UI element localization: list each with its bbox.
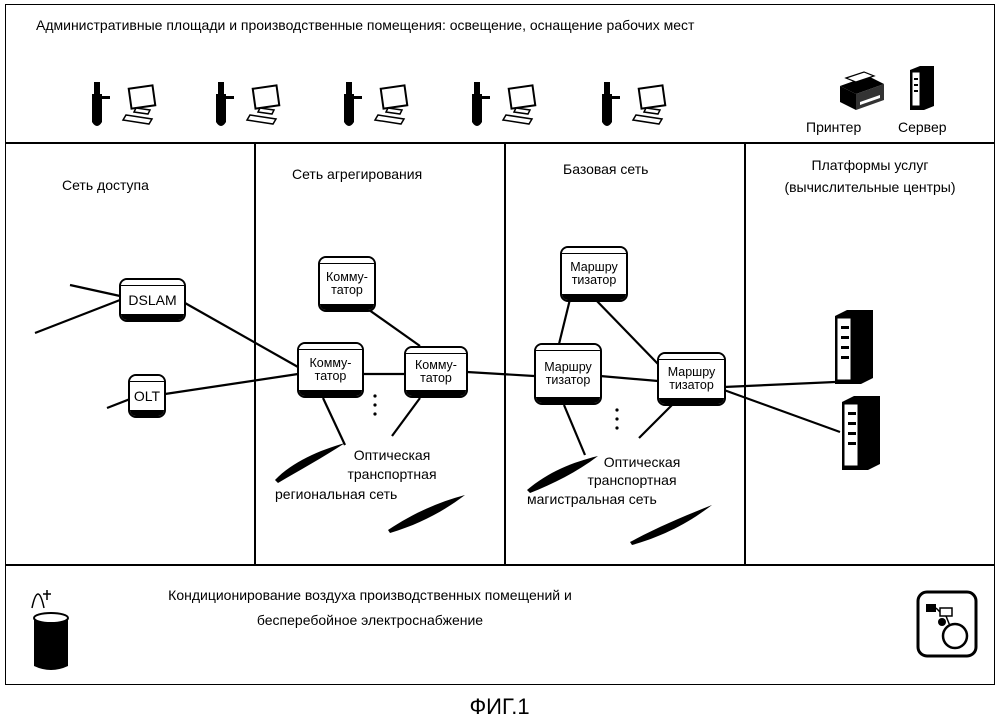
switch-label: Комму-татор <box>299 350 362 390</box>
workstation-icon <box>602 82 665 126</box>
printer-icon <box>840 72 884 110</box>
router-label: Маршру тизатор <box>562 254 626 294</box>
workstation-icon <box>472 82 535 126</box>
olt-label: OLT <box>130 382 164 410</box>
power-supply-icon <box>918 592 976 656</box>
workstation-icons <box>92 82 665 126</box>
workstation-icon <box>92 82 155 126</box>
switch-node-upper[interactable]: Комму-татор <box>318 256 376 312</box>
backbone-optical-line1: Оптическая <box>572 453 712 471</box>
office-server-icon <box>910 66 934 110</box>
facility-text-line2: бесперебойное электроснабжение <box>110 611 630 629</box>
switch-node-left[interactable]: Комму-татор <box>297 342 364 398</box>
router-node-right[interactable]: Маршру тизатор <box>657 352 726 406</box>
facility-text-line1: Кондиционирование воздуха производственн… <box>110 586 630 604</box>
figure-caption: ФИГ.1 <box>0 694 999 720</box>
platform-server-icon <box>835 310 873 384</box>
regional-optical-line3: региональная сеть <box>275 485 397 503</box>
dslam-label: DSLAM <box>121 286 184 314</box>
workstation-icon <box>344 82 407 126</box>
router-node-upper[interactable]: Маршру тизатор <box>560 246 628 302</box>
backbone-optical-line3: магистральная сеть <box>527 490 657 508</box>
router-label: Маршру тизатор <box>536 351 600 397</box>
workstation-icon <box>216 82 279 126</box>
router-label: Маршру тизатор <box>659 360 724 398</box>
regional-optical-line2: транспортная <box>322 465 462 483</box>
olt-node[interactable]: OLT <box>128 374 166 418</box>
switch-label: Комму-татор <box>406 354 466 390</box>
switch-node-right[interactable]: Комму-татор <box>404 346 468 398</box>
air-conditioner-icon <box>32 590 68 670</box>
regional-optical-line1: Оптическая <box>322 446 462 464</box>
platform-server-icon <box>842 396 880 470</box>
backbone-optical-line2: транспортная <box>562 471 702 489</box>
dslam-node[interactable]: DSLAM <box>119 278 186 322</box>
switch-label: Комму-татор <box>320 264 374 304</box>
router-node-left[interactable]: Маршру тизатор <box>534 343 602 405</box>
